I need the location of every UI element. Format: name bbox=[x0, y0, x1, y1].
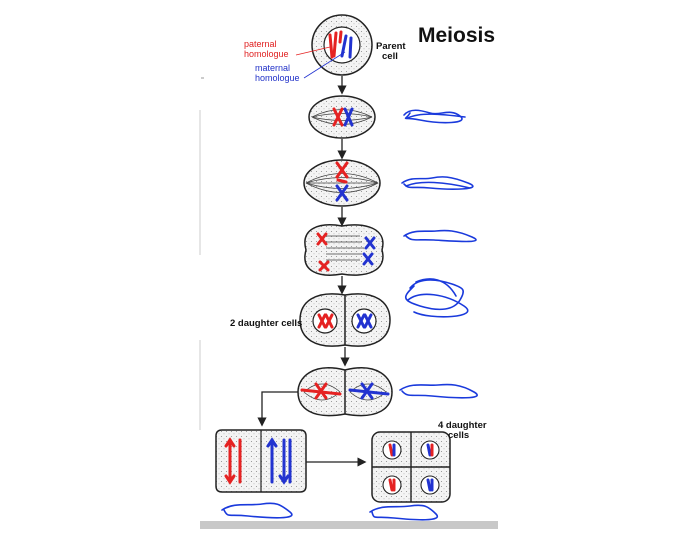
scribble-label-prophase-1 bbox=[403, 109, 466, 124]
four-daughter-cells-label-2: cells bbox=[448, 430, 469, 441]
metaphase-2-cells bbox=[297, 367, 393, 417]
paternal-pointer bbox=[295, 46, 331, 56]
prophase-1-cell bbox=[308, 95, 376, 139]
scribble-label-metaphase-1 bbox=[401, 176, 474, 190]
parent-cell bbox=[311, 14, 373, 76]
paternal-label: paternal bbox=[244, 39, 277, 49]
anaphase-2-cells bbox=[215, 429, 307, 493]
telophase-2-cells bbox=[371, 431, 451, 503]
anaphase-1-cell bbox=[304, 224, 384, 276]
scribble-label-metaphase-2 bbox=[399, 383, 478, 399]
scribble-label-anaphase-1 bbox=[403, 229, 477, 243]
metaphase-1-cell bbox=[303, 159, 381, 207]
scribble-label-telophase-2 bbox=[369, 504, 439, 521]
maternal-label-2: homologue bbox=[255, 73, 300, 83]
parent-cell-label-2: cell bbox=[382, 51, 398, 62]
scribble-label-telophase-1 bbox=[404, 278, 469, 318]
paternal-label-2: homologue bbox=[244, 49, 289, 59]
four-daughter-cells-label: 4 daughter bbox=[438, 420, 487, 431]
page-title: Meiosis bbox=[418, 24, 495, 47]
parent-cell-label: Parent bbox=[376, 41, 406, 52]
maternal-label: maternal bbox=[255, 63, 290, 73]
arrow-branch bbox=[257, 391, 298, 427]
scribble-label-anaphase-2 bbox=[221, 502, 293, 519]
bottom-bar bbox=[200, 521, 498, 529]
two-daughter-cells-label: 2 daughter cells bbox=[230, 318, 302, 329]
telophase-1-cells bbox=[299, 293, 391, 347]
maternal-pointer bbox=[303, 51, 346, 79]
